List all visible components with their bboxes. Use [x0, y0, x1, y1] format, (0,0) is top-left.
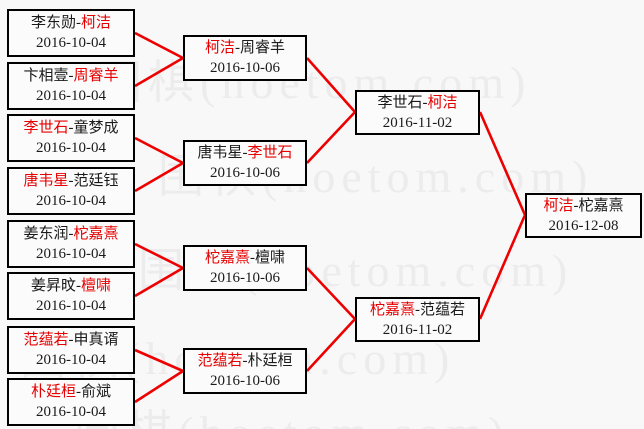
match-box-round1-3: 李世石-童梦成 2016-10-04 [7, 114, 135, 162]
player-1: 朴廷桓 [30, 384, 76, 400]
match-box-semifinal-2: 柁嘉熹-范蕴若 2016-11-02 [355, 297, 480, 342]
player-1: 唐韦星 [23, 173, 69, 189]
player-1: 柁嘉熹 [369, 301, 415, 318]
match-date: 2016-10-04 [36, 352, 106, 368]
matchup: 姜昇旼-檀啸 [31, 276, 111, 296]
watermark-text: 围棋(hoetom.com) [74, 396, 509, 429]
player-1: 唐韦星 [197, 145, 243, 161]
matchup: 李世石-柯洁 [377, 93, 457, 113]
match-date: 2016-12-08 [548, 217, 619, 234]
player-2: 柁嘉熹 [73, 226, 119, 242]
match-box-semifinal-1: 李世石-柯洁 2016-11-02 [355, 90, 480, 135]
match-box-round1-1: 李东勋-柯洁 2016-10-04 [7, 9, 135, 57]
match-date: 2016-10-06 [210, 373, 280, 389]
match-box-round1-2: 卞相壹-周睿羊 2016-10-04 [7, 62, 135, 110]
separator: - [242, 353, 248, 369]
match-date: 2016-10-04 [36, 88, 106, 104]
player-2: 柁嘉熹 [578, 197, 624, 214]
player-1: 姜昇旼 [30, 278, 76, 294]
match-box-round2-3: 柁嘉熹-檀啸 2016-10-06 [183, 245, 307, 291]
matchup: 范蕴若-申真谞 [23, 330, 118, 350]
matchup: 唐韦星-范廷钰 [23, 171, 118, 191]
matchup: 柁嘉熹-范蕴若 [370, 300, 465, 320]
match-date: 2016-10-04 [36, 298, 106, 314]
matchup: 姜东润-柁嘉熹 [23, 224, 118, 244]
player-1: 姜东润 [23, 226, 69, 242]
connector-line [306, 267, 356, 372]
player-1: 卞相壹 [23, 68, 69, 84]
match-box-round2-2: 唐韦星-李世石 2016-10-06 [183, 140, 307, 186]
matchup: 卞相壹-周睿羊 [23, 66, 118, 86]
match-box-round1-4: 唐韦星-范廷钰 2016-10-04 [7, 167, 135, 215]
match-date: 2016-10-04 [36, 35, 106, 51]
connector-line [306, 57, 356, 164]
player-1: 范蕴若 [197, 353, 243, 369]
separator: - [76, 278, 81, 294]
matchup: 朴廷桓-俞斌 [31, 382, 111, 402]
player-2: 檀啸 [81, 278, 112, 294]
connector-line [134, 31, 184, 88]
player-2: 朴廷桓 [247, 353, 293, 369]
player-2: 俞斌 [81, 384, 112, 400]
player-2: 柯洁 [81, 15, 112, 31]
player-2: 周睿羊 [240, 40, 286, 56]
player-1: 柯洁 [543, 197, 574, 214]
connector-line [134, 136, 184, 193]
player-2: 范廷钰 [73, 173, 119, 189]
separator: - [76, 15, 81, 31]
separator: - [242, 145, 248, 161]
player-2: 李世石 [247, 145, 293, 161]
player-2: 周睿羊 [73, 68, 119, 84]
player-2: 童梦成 [73, 120, 119, 136]
matchup: 柯洁-柁嘉熹 [543, 196, 623, 216]
player-1: 李世石 [377, 94, 423, 111]
separator: - [415, 301, 420, 318]
match-date: 2016-10-06 [210, 270, 280, 286]
matchup: 柯洁-周睿羊 [205, 38, 285, 58]
match-date: 2016-11-02 [382, 321, 453, 338]
matchup: 柁嘉熹-檀啸 [205, 248, 285, 268]
player-1: 柁嘉熹 [204, 250, 250, 266]
separator: - [422, 94, 428, 111]
player-1: 李世石 [23, 120, 69, 136]
match-box-round1-7: 范蕴若-申真谞 2016-10-04 [7, 326, 135, 374]
match-box-final: 柯洁-柁嘉熹 2016-12-08 [525, 193, 642, 238]
match-date: 2016-10-04 [36, 193, 106, 209]
match-box-round1-5: 姜东润-柁嘉熹 2016-10-04 [7, 220, 135, 268]
match-box-round2-1: 柯洁-周睿羊 2016-10-06 [183, 35, 307, 81]
separator: - [250, 250, 255, 266]
connector-line [478, 111, 527, 320]
player-2: 柯洁 [427, 94, 458, 111]
separator: - [68, 68, 74, 84]
match-date: 2016-10-06 [210, 60, 280, 76]
match-date: 2016-10-04 [36, 246, 106, 262]
separator: - [76, 384, 81, 400]
player-2: 檀啸 [255, 250, 286, 266]
matchup: 李世石-童梦成 [23, 118, 118, 138]
match-box-round2-4: 范蕴若-朴廷桓 2016-10-06 [183, 348, 307, 394]
connector-line [134, 242, 184, 298]
separator: - [68, 332, 74, 348]
match-date: 2016-10-04 [36, 140, 106, 156]
matchup: 唐韦星-李世石 [197, 143, 292, 163]
matchup: 范蕴若-朴廷桓 [197, 351, 292, 371]
separator: - [68, 120, 74, 136]
match-date: 2016-11-02 [382, 114, 453, 131]
connector-line [134, 348, 184, 404]
match-date: 2016-10-04 [36, 404, 106, 420]
player-1: 范蕴若 [23, 332, 69, 348]
separator: - [573, 197, 579, 214]
player-1: 柯洁 [204, 40, 235, 56]
match-date: 2016-10-06 [210, 165, 280, 181]
separator: - [68, 226, 74, 242]
match-box-round1-6: 姜昇旼-檀啸 2016-10-04 [7, 272, 135, 320]
separator: - [235, 40, 240, 56]
match-box-round1-8: 朴廷桓-俞斌 2016-10-04 [7, 378, 135, 426]
matchup: 李东勋-柯洁 [31, 13, 111, 33]
player-2: 范蕴若 [420, 301, 466, 318]
player-1: 李东勋 [30, 15, 76, 31]
separator: - [68, 173, 74, 189]
player-2: 申真谞 [73, 332, 119, 348]
